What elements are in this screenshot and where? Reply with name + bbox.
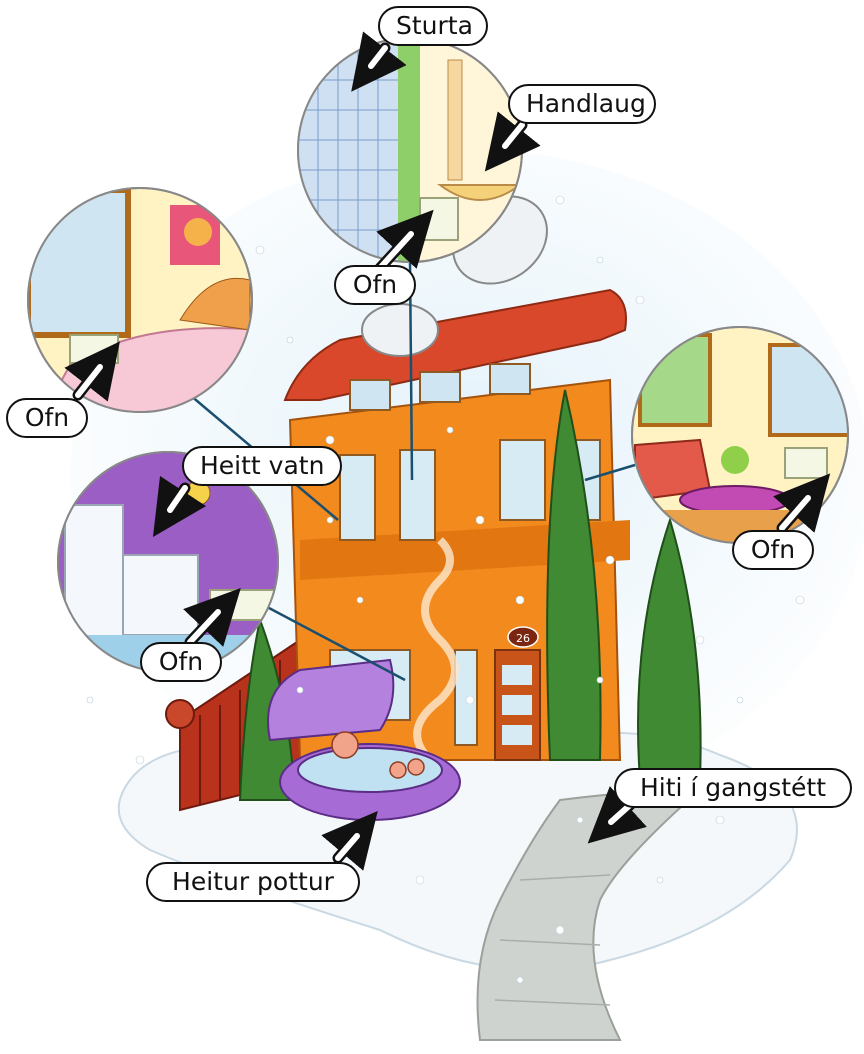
label-ofn-livingroom: Ofn: [732, 530, 814, 570]
label-ofn-bedroom: Ofn: [6, 398, 88, 438]
label-handlaug: Handlaug: [508, 84, 656, 124]
label-heitt-vatn: Heitt vatn: [182, 446, 342, 486]
label-heitur-pottur: Heitur pottur: [146, 862, 360, 902]
house-number: 26: [516, 632, 530, 645]
label-ofn-bathroom: Ofn: [334, 265, 416, 305]
label-ofn-kitchen: Ofn: [140, 642, 222, 682]
label-hiti-gangstett: Hiti í gangstétt: [614, 768, 852, 808]
label-sturta: Sturta: [378, 6, 488, 46]
